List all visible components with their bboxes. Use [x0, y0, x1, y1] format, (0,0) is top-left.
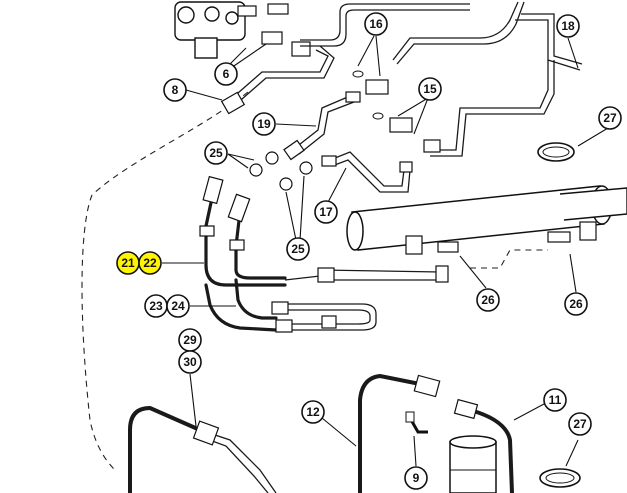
hoses-21-22 [199, 175, 449, 287]
hose-clamp-27-lower [539, 468, 581, 488]
steel-tube-8 [220, 45, 335, 115]
steel-tube-17 [321, 151, 413, 193]
fitting-16 [352, 70, 389, 95]
callout-29: 29 [178, 328, 202, 352]
callout-9: 9 [404, 466, 428, 490]
hydraulic-cylinder [346, 185, 627, 255]
svg-text:25: 25 [209, 146, 223, 160]
steel-tube-top-right [300, 3, 470, 47]
steel-tube-long-right [430, 60, 555, 157]
callout-12: 12 [301, 400, 325, 424]
callout-6: 6 [214, 62, 238, 86]
svg-text:9: 9 [413, 471, 420, 485]
callout-11: 11 [543, 388, 567, 412]
callout-21-highlighted: 21 [116, 251, 140, 275]
svg-text:25: 25 [291, 242, 305, 256]
svg-text:30: 30 [183, 355, 197, 369]
hoses-23-24 [204, 278, 377, 333]
callout-22-highlighted: 22 [138, 251, 162, 275]
nuts-25 [249, 151, 313, 191]
fitting-15 [372, 112, 441, 153]
leader-lines [162, 35, 609, 467]
svg-text:23: 23 [149, 299, 163, 313]
svg-text:15: 15 [423, 82, 437, 96]
hose-clamp-27 [537, 142, 575, 162]
callout-15: 15 [418, 77, 442, 101]
svg-text:18: 18 [561, 19, 575, 33]
callout-26-left: 26 [476, 288, 500, 312]
callout-30: 30 [178, 350, 202, 374]
callout-18: 18 [556, 14, 580, 38]
svg-text:6: 6 [223, 67, 230, 81]
hose-11 [453, 398, 514, 493]
callout-16: 16 [364, 12, 388, 36]
svg-text:16: 16 [369, 17, 383, 31]
filter-housing [449, 435, 497, 493]
svg-text:11: 11 [549, 393, 562, 407]
steel-tube-18 [392, 1, 583, 71]
callout-23: 23 [144, 294, 168, 318]
callout-27-upper: 27 [598, 106, 622, 130]
hose-12 [358, 374, 441, 493]
svg-text:27: 27 [573, 417, 587, 431]
svg-text:21: 21 [121, 256, 135, 270]
callout-27-lower: 27 [568, 412, 592, 436]
control-valve-block [174, 1, 311, 59]
hose-29-30 [128, 406, 277, 493]
svg-text:29: 29 [183, 333, 197, 347]
callout-19: 19 [252, 112, 276, 136]
steel-tube-19 [283, 91, 361, 161]
svg-text:26: 26 [569, 297, 583, 311]
svg-text:19: 19 [257, 117, 271, 131]
callout-8: 8 [163, 78, 187, 102]
cylinder-fittings-26 [437, 231, 571, 253]
svg-text:12: 12 [306, 405, 320, 419]
svg-text:22: 22 [143, 256, 157, 270]
callout-24: 24 [166, 294, 190, 318]
svg-text:8: 8 [172, 83, 179, 97]
dashed-return-line [470, 249, 548, 269]
svg-text:27: 27 [603, 111, 617, 125]
callout-26-right: 26 [564, 292, 588, 316]
svg-text:17: 17 [319, 205, 333, 219]
svg-text:26: 26 [481, 293, 495, 307]
fitting-9 [405, 411, 428, 434]
callout-17: 17 [314, 200, 338, 224]
callout-25-upper: 25 [204, 141, 228, 165]
callout-25-lower: 25 [286, 237, 310, 261]
svg-text:24: 24 [171, 299, 185, 313]
